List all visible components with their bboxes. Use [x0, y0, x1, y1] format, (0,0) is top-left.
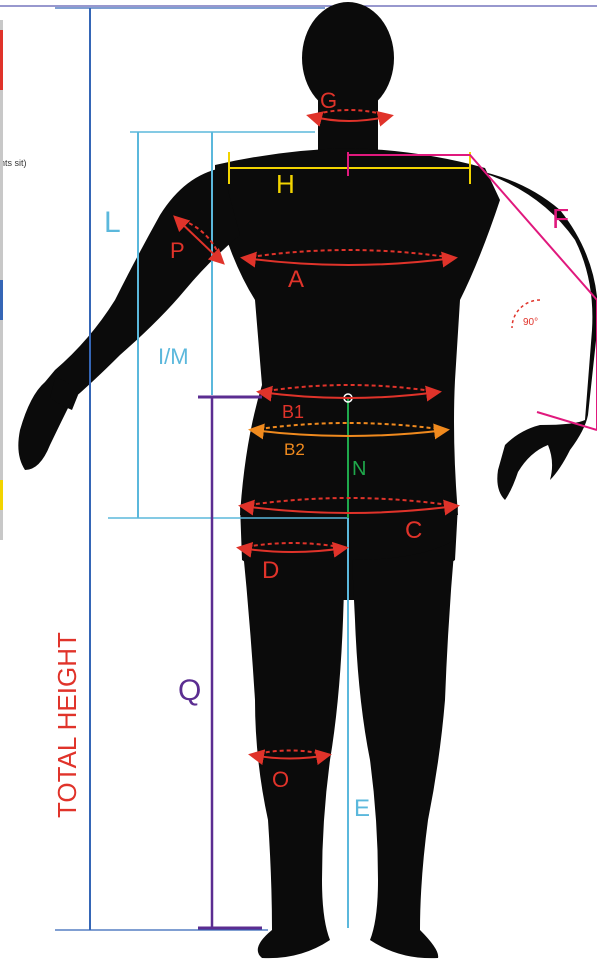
label-b2: B2: [284, 440, 305, 459]
label-l: L: [104, 206, 121, 239]
edge-strip-blue: [0, 280, 3, 320]
label-p: P: [170, 238, 185, 263]
edge-strip-red: [0, 30, 3, 90]
label-c: C: [405, 517, 422, 544]
body-silhouette: [18, 2, 597, 958]
label-total-height: TOTAL HEIGHT: [52, 632, 82, 818]
label-angle: 90°: [523, 317, 538, 328]
label-f: F: [552, 203, 569, 234]
label-n: N: [352, 458, 366, 480]
label-d: D: [262, 557, 279, 584]
label-o: O: [272, 767, 289, 792]
label-im: I/M: [158, 344, 189, 369]
label-e: E: [354, 795, 370, 822]
label-q: Q: [178, 674, 201, 707]
label-g: G: [320, 88, 337, 113]
label-h: H: [276, 169, 295, 199]
label-b1: B1: [282, 402, 304, 422]
edge-strip-yellow: [0, 480, 3, 510]
label-a: A: [288, 266, 304, 293]
